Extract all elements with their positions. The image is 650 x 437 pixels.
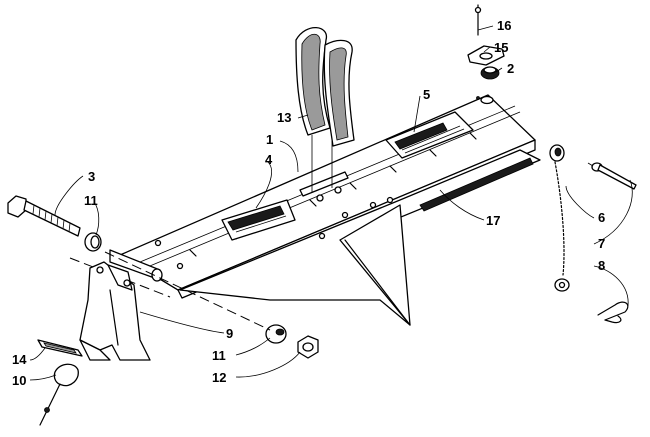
- washer-11-right: [265, 324, 287, 344]
- callout-14: 14: [12, 352, 27, 367]
- callout-4: 4: [265, 152, 273, 167]
- mount-bracket-9: [79, 261, 151, 361]
- callout-8: 8: [598, 258, 605, 273]
- callout-10: 10: [12, 373, 26, 388]
- bushing-2: [480, 66, 500, 80]
- retaining-pin-16: [474, 4, 482, 36]
- leader-lines: [29, 25, 633, 381]
- callout-3: 3: [88, 169, 95, 184]
- assembly-axis-line-2: [104, 251, 271, 331]
- callout-1: 1: [266, 132, 273, 147]
- hairpin-clip-8: [597, 301, 629, 324]
- callout-5: 5: [423, 87, 430, 102]
- grommet-plate-15: [467, 45, 505, 66]
- bolt-3: [7, 195, 81, 237]
- callout-9: 9: [226, 326, 233, 341]
- callout-7: 7: [598, 236, 605, 251]
- callout-11-top: 11: [84, 193, 98, 208]
- callout-11-bottom: 11: [212, 348, 226, 363]
- decal-right: [385, 111, 474, 159]
- decal-left: [221, 199, 296, 241]
- push-clip-10: [39, 363, 79, 426]
- tether-cable-6: [549, 144, 570, 292]
- washer-11-left: [84, 232, 102, 252]
- callout-17: 17: [486, 213, 500, 228]
- callout-15: 15: [494, 40, 508, 55]
- callout-16: 16: [497, 18, 511, 33]
- callout-13: 13: [277, 110, 291, 125]
- callout-6: 6: [598, 210, 605, 225]
- side-decal-strip: [419, 157, 534, 212]
- foot-pedal: [295, 26, 355, 192]
- callout-labels: 16 15 2 5 13 1 4 3 11 17 6 7 8 9 11 12 1…: [12, 18, 605, 388]
- nut-12: [297, 335, 319, 359]
- strap-14: [37, 339, 83, 357]
- callout-2: 2: [507, 61, 514, 76]
- clevis-pin-7: [587, 162, 637, 190]
- callout-12: 12: [212, 370, 226, 385]
